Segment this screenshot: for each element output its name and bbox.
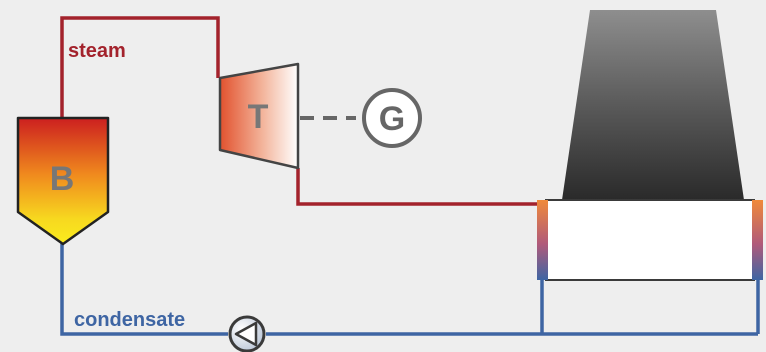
generator: G xyxy=(362,88,422,148)
boiler: B xyxy=(16,116,110,246)
turbine: T xyxy=(218,62,300,170)
condensate-line xyxy=(60,242,760,336)
generator-label: G xyxy=(379,100,405,138)
condenser-right-bar xyxy=(752,200,763,280)
pump xyxy=(228,315,266,352)
condensate-label: condensate xyxy=(74,309,185,331)
boiler-label: B xyxy=(50,160,75,198)
condenser-basin xyxy=(545,199,755,281)
condenser-left-bar xyxy=(537,200,548,280)
steam-line xyxy=(60,16,540,206)
cooling-tower xyxy=(537,10,763,281)
turbine-label: T xyxy=(248,98,269,136)
steam-label: steam xyxy=(68,40,126,62)
pump-arrow-icon xyxy=(234,321,258,347)
